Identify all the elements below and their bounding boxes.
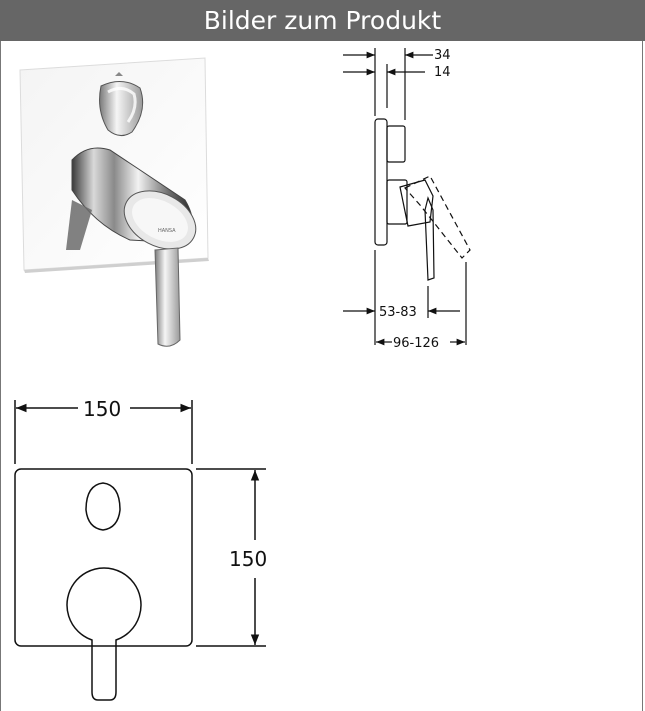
dim-53-83: 53-83: [379, 305, 417, 320]
side-view-drawing: [343, 48, 471, 346]
dim-height-150: 150: [229, 547, 267, 571]
dim-96-126: 96-126: [393, 336, 439, 351]
product-photo: HANSA: [19, 57, 209, 347]
front-view-drawing: [14, 400, 266, 701]
section-header: Bilder zum Produkt: [0, 0, 645, 41]
dim-14: 14: [434, 65, 451, 80]
brand-mark: HANSA: [158, 228, 176, 234]
dim-34: 34: [434, 48, 451, 63]
dim-width-150: 150: [83, 397, 121, 421]
